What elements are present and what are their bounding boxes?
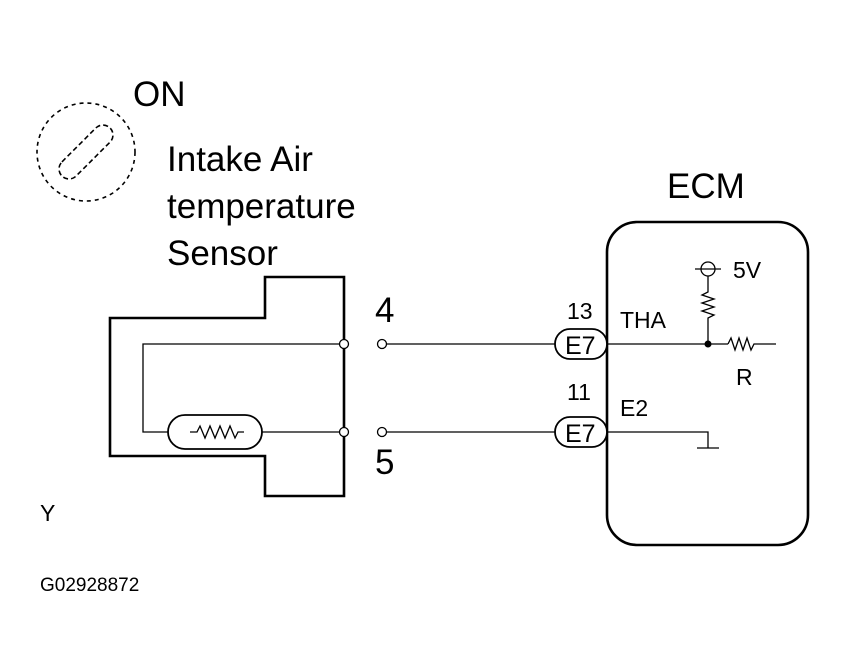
- sensor-name-line-3: Sensor: [167, 234, 278, 273]
- sensor-terminal-top: [338, 338, 350, 350]
- thermistor-icon: [167, 414, 263, 450]
- figure-code: G02928872: [40, 575, 139, 596]
- harness-terminal-bottom: [376, 426, 388, 438]
- sensor-name-line-1: Intake Air: [167, 140, 313, 179]
- voltage-label: 5V: [733, 257, 762, 283]
- harness-terminal-top: [376, 338, 388, 350]
- footer-left-mark: Y: [40, 500, 55, 526]
- ecm-label: ECM: [667, 167, 745, 206]
- ecm-box: [605, 220, 810, 547]
- resistor-label: R: [736, 364, 753, 390]
- ecm-connector-label-1: E7: [565, 332, 596, 360]
- ecm-e2-internal-wire: [607, 431, 709, 448]
- ecm-pin-number-1: 13: [567, 298, 593, 324]
- ecm-pin-number-2: 11: [567, 379, 591, 405]
- sensor-pin-5-label: 5: [375, 443, 394, 482]
- sensor-terminal-bottom: [338, 426, 350, 438]
- resistor-r-icon: [727, 335, 776, 353]
- voltage-supply-icon: [695, 261, 721, 277]
- sensor-pin-4-label: 4: [375, 291, 394, 330]
- ecm-connector-label-2: E7: [565, 420, 596, 448]
- ignition-key-icon: [36, 102, 136, 202]
- ecm-signal-e2-label: E2: [620, 395, 648, 421]
- sensor-internal-wire: [142, 343, 344, 433]
- sensor-name-line-2: temperature: [167, 187, 356, 226]
- ignition-on-label: ON: [133, 75, 186, 114]
- sensor-housing: [108, 275, 346, 498]
- ecm-signal-tha-label: THA: [620, 307, 667, 333]
- pullup-resistor-icon: [699, 276, 717, 344]
